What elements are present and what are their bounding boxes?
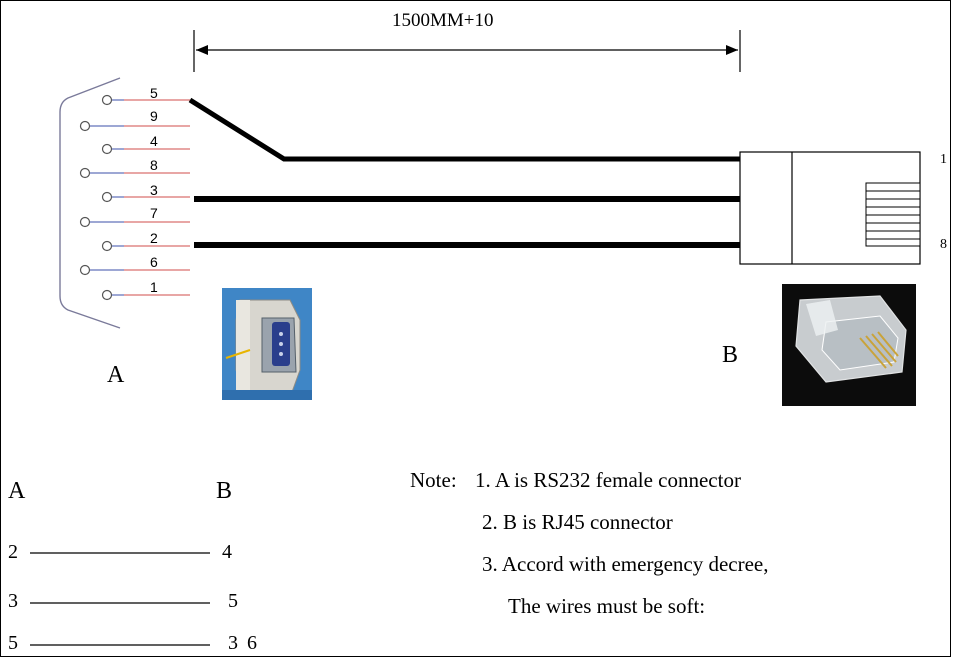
- db9-pin-label: 4: [150, 133, 158, 149]
- mapping-row-b: 3 6: [228, 632, 257, 654]
- mapping-row-b: 4: [222, 541, 232, 563]
- db9-photo: [222, 288, 312, 400]
- connector-a-label: A: [107, 362, 125, 388]
- arrow-left-icon: [196, 45, 208, 55]
- rj45-pin-8-label: 8: [940, 237, 947, 252]
- mapping-row-a: 2: [8, 541, 18, 563]
- dimension-label: 1500MM+10: [392, 10, 494, 31]
- arrow-right-icon: [726, 45, 738, 55]
- note-line: The wires must be soft:: [508, 594, 706, 618]
- db9-pin-label: 3: [150, 182, 158, 198]
- mapping-row-a: 5: [8, 632, 18, 654]
- mapping-row-a: 3: [8, 590, 18, 612]
- note-prefix: Note:: [410, 468, 457, 492]
- db9-pin-label: 1: [150, 279, 158, 295]
- mapping-row-b: 5: [228, 590, 238, 612]
- connector-b-label: B: [722, 342, 739, 368]
- rj45-pin-1-label: 1: [940, 152, 947, 167]
- dimension-line: [193, 30, 741, 72]
- rj45-photo: [782, 284, 916, 406]
- db9-pin-label: 7: [150, 205, 158, 221]
- note-line: 2. B is RJ45 connector: [482, 510, 673, 534]
- db9-pin-label: 5: [150, 85, 158, 101]
- db9-pin-label: 9: [150, 108, 158, 124]
- note-line: 1. A is RS232 female connector: [475, 468, 741, 492]
- db9-pin-label: 2: [150, 230, 158, 246]
- db9-pin-label: 8: [150, 157, 158, 173]
- db9-connector-shape: [59, 77, 190, 329]
- mapping-header-b: B: [216, 478, 233, 504]
- mapping-lines: [30, 552, 210, 646]
- wire-pin5: [188, 97, 740, 162]
- note-line: 3. Accord with emergency decree,: [482, 552, 769, 576]
- cable-wires: [188, 97, 740, 248]
- rj45-connector-shape: [739, 151, 921, 265]
- mapping-header-a: A: [8, 478, 26, 504]
- db9-pin-label: 6: [150, 254, 158, 270]
